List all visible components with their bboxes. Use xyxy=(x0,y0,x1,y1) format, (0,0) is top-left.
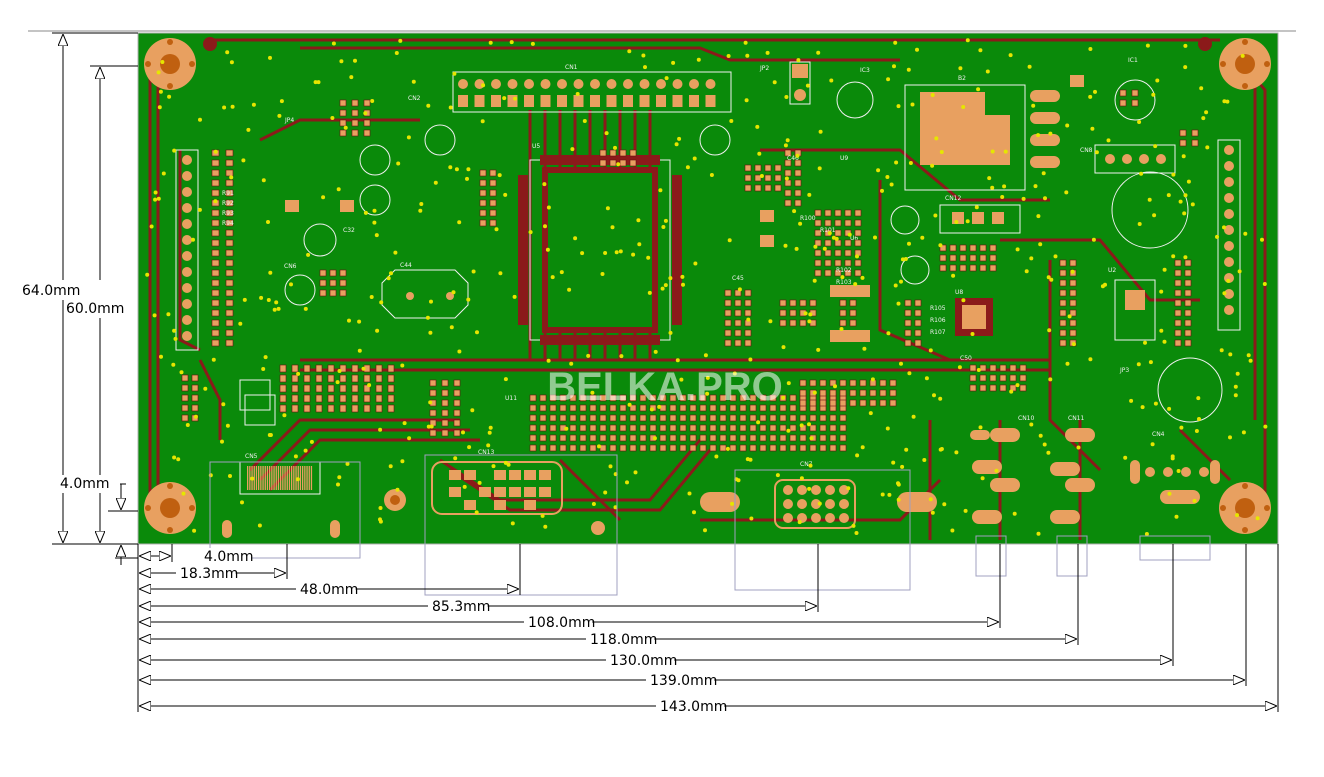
dim-label-6: 130.0mm xyxy=(610,653,677,669)
label-u2: U2 xyxy=(1108,267,1116,274)
dim-label-4: 108.0mm xyxy=(528,615,595,631)
mounting-hole-top-right xyxy=(1219,38,1271,90)
connector-cn8 xyxy=(1094,144,1176,174)
label-b2: B2 xyxy=(958,75,966,82)
pcb-board: CN1 U5 C44 xyxy=(137,32,1279,545)
dim-horizontal-1: 18.3mm xyxy=(140,544,288,582)
dim-horizontal-8: 143.0mm xyxy=(140,544,1279,715)
label-cn2: CN2 xyxy=(408,95,421,102)
label-cn4: CN4 xyxy=(1152,431,1165,438)
label-u11: U11 xyxy=(505,395,517,402)
dim-horizontal-2: 48.0mm xyxy=(140,544,521,598)
label-r91: R91 xyxy=(222,190,234,197)
label-c45: C45 xyxy=(732,275,744,282)
smd-components xyxy=(181,75,1199,452)
dim-label-2: 48.0mm xyxy=(300,582,358,598)
dim-horizontal-7: 139.0mm xyxy=(140,544,1247,689)
label-cn5: CN5 xyxy=(245,453,258,460)
jumper-jp2 xyxy=(789,61,811,105)
label-u6: U6 xyxy=(850,235,858,242)
dim-label-1: 18.3mm xyxy=(180,566,238,582)
label-r93: R93 xyxy=(222,210,234,217)
label-cn11: CN11 xyxy=(1068,415,1084,422)
connector-cn10: CN10 xyxy=(970,415,1034,524)
mounting-hole-bottom-left xyxy=(144,482,196,534)
ic-u8-qfn: U8 xyxy=(955,289,993,336)
cn1-pins xyxy=(458,79,716,107)
label-r92: R92 xyxy=(222,200,234,207)
label-u5: U5 xyxy=(532,143,540,150)
connector-cn5: CN5 xyxy=(222,453,340,538)
connector-outlines-below-board xyxy=(209,454,1211,596)
label-u9: U9 xyxy=(840,155,848,162)
label-r106: R106 xyxy=(930,317,946,324)
dim-horizontal-5: 118.0mm xyxy=(140,544,1079,648)
label-r103: R103 xyxy=(836,279,852,286)
label-jp3: JP3 xyxy=(1119,367,1129,374)
label-jp2: JP2 xyxy=(759,65,769,72)
capacitors-round xyxy=(284,79,1223,423)
mounting-hole-bottom-right xyxy=(1219,482,1271,534)
label-cn8: CN8 xyxy=(1080,147,1093,154)
label-r107: R107 xyxy=(930,329,946,336)
label-c32: C32 xyxy=(343,227,355,234)
connector-left xyxy=(175,149,199,351)
label-ic3: IC3 xyxy=(860,67,870,74)
connector-cn7: CN7 xyxy=(700,461,937,529)
connector-cn1: CN1 xyxy=(452,64,732,113)
label-cn12: CN12 xyxy=(945,195,961,202)
label-r105: R105 xyxy=(930,305,946,312)
dim-height-small: 4.0mm xyxy=(60,476,110,492)
label-r94: R94 xyxy=(222,220,234,227)
dimension-lines xyxy=(52,32,139,712)
label-cn10: CN10 xyxy=(1018,415,1034,422)
dim-horizontal-0: 4.0mm xyxy=(140,544,254,565)
dim-label-5: 118.0mm xyxy=(590,632,657,648)
label-cn7: CN7 xyxy=(800,461,813,468)
label-cn13: CN13 xyxy=(478,449,494,456)
label-ic1: IC1 xyxy=(1128,57,1138,64)
label-r101: R101 xyxy=(820,227,836,234)
ic-u5-main-chip: U5 xyxy=(518,143,682,345)
dim-horizontal-4: 108.0mm xyxy=(140,544,1001,631)
left-connector-pins xyxy=(182,155,192,341)
label-cn1: CN1 xyxy=(565,64,578,71)
label-u8: U8 xyxy=(955,289,963,296)
crystal-oscillator: C44 xyxy=(381,262,469,319)
dimension-labels: 64.0mm 60.0mm 4.0mm xyxy=(20,280,136,493)
dim-label-7: 139.0mm xyxy=(650,673,717,689)
dim-label-8: 143.0mm xyxy=(660,699,727,715)
label-c44: C44 xyxy=(400,262,412,269)
dim-height-inner: 60.0mm xyxy=(66,301,124,317)
dim-label-3: 85.3mm xyxy=(432,599,490,615)
mounting-hole-top-left xyxy=(144,38,196,90)
connector-cn11: CN11 xyxy=(1050,415,1095,524)
label-c50: C50 xyxy=(960,355,972,362)
label-r100: R100 xyxy=(800,215,816,222)
via-layer xyxy=(145,38,1268,536)
dim-label-0: 4.0mm xyxy=(204,549,254,565)
label-jp4: JP4 xyxy=(284,117,294,124)
label-c46: C46 xyxy=(787,155,799,162)
dim-horizontal-3: 85.3mm xyxy=(140,544,819,615)
connector-cn13: CN13 xyxy=(384,449,605,535)
watermark: BELKA.PRO xyxy=(547,365,783,409)
label-cn6: CN6 xyxy=(284,263,297,270)
dim-horizontal-6: 130.0mm xyxy=(140,544,1174,669)
connector-cn12 xyxy=(939,204,1021,234)
label-r102: R102 xyxy=(836,267,852,274)
dim-height-outer: 64.0mm xyxy=(22,283,80,299)
component-b2: B2 xyxy=(904,75,1060,191)
